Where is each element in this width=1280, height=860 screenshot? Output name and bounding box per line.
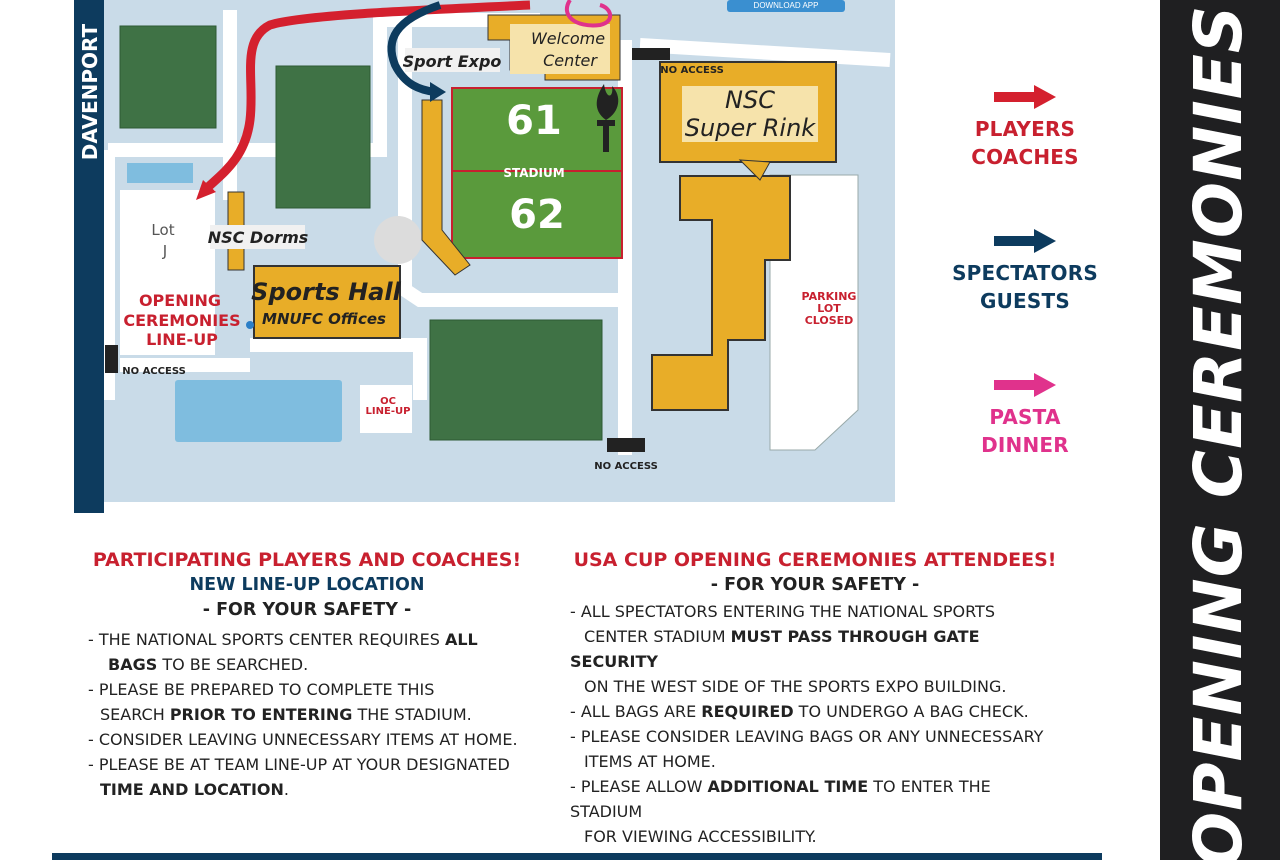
stadium-field [451,87,623,259]
players-subheading: NEW LINE-UP LOCATION [189,575,425,595]
gate-left [105,345,118,373]
lot-j-label: Lot [151,221,174,239]
page-title: OPENING CEREMONIES MAP | [1180,0,1257,860]
list-item: - ALL BAGS ARE REQUIRED TO UNDERGO A BAG… [570,702,1029,721]
pond-small [127,163,193,183]
players-route [201,0,531,194]
no-access-top-label: NO ACCESS [660,65,724,76]
oc-lineup-label-2: LINE-UP [366,406,411,417]
list-item: - CONSIDER LEAVING UNNECESSARY ITEMS AT … [88,730,518,749]
parking-closed-label: PARKING [802,290,857,303]
list-item: - PLEASE CONSIDER LEAVING BAGS OR ANY UN… [570,727,1044,771]
street-name: DAVENPORT [78,23,102,160]
players-section: PARTICIPATING PLAYERS AND COACHES! NEW L… [82,548,532,802]
spectators-route [387,1,442,96]
welcome-center-plate [510,24,610,74]
super-rink-label: NSC [725,86,775,114]
davenport-street [74,0,104,513]
field-61-label: 61 [506,98,562,144]
attendees-list: - ALL SPECTATORS ENTERING THE NATIONAL S… [570,599,1060,849]
opening-lineup-label-3: LINE-UP [146,330,218,349]
bottom-divider [52,853,1102,860]
red-arrow-icon [994,85,1056,109]
attendees-safety: - FOR YOUR SAFETY - [710,575,920,595]
sports-hall-building [253,265,401,339]
legend-spectators: SPECTATORS GUESTS [950,228,1100,315]
spectators-route-arrowhead [430,82,446,102]
no-access-bottom-label: NO ACCESS [594,461,658,472]
field-mid [275,65,371,209]
players-heading: PARTICIPATING PLAYERS AND COACHES! [92,549,522,571]
legend-players-line1: PLAYERS [974,117,1076,141]
site-map: DOWNLOAD APP DAVENPORT Welcome Center Sp… [0,0,900,515]
location-pin-icon [246,321,254,329]
field-nw [119,25,217,129]
gate-bottom [607,438,645,452]
pink-arrow-icon [994,373,1056,397]
roundabout [374,216,422,264]
field-south [429,319,603,441]
super-rink-label-2: Super Rink [685,114,816,142]
sports-hall-label: Sports Hall [251,278,401,306]
parking-closed-label-3: CLOSED [805,314,854,327]
legend-pasta-line1: PASTA [989,405,1061,429]
list-item: - PLEASE BE AT TEAM LINE-UP AT YOUR DESI… [88,755,510,799]
sport-expo-plate [405,48,500,72]
opening-lineup-label-2: CEREMONIES [123,311,240,330]
map-canvas: DOWNLOAD APP DAVENPORT Welcome Center Sp… [74,0,895,513]
sports-center-building [651,175,791,411]
attendees-heading: USA CUP OPENING CEREMONIES ATTENDEES! [573,549,1057,571]
mnufc-offices-label: MNUFC Offices [262,310,386,328]
attendees-section: USA CUP OPENING CEREMONIES ATTENDEES! - … [570,548,1060,849]
super-rink-plate [682,86,818,142]
legend-players-line2: COACHES [971,145,1079,169]
torch-icon [596,84,619,152]
gate-top [632,48,670,60]
parking-closed-label-2: LOT [817,302,841,315]
pond-large [175,380,342,442]
legend-pasta-line2: DINNER [981,433,1069,457]
legend-spectators-line2: GUESTS [980,289,1070,313]
stadium-grandstand [421,99,471,276]
field-62-label: 62 [509,192,565,238]
opening-lineup-label: OPENING [139,291,221,310]
no-access-left-label: NO ACCESS [122,366,186,377]
lot-j [120,190,215,355]
lot-j-label-2: J [162,242,167,260]
players-list: - THE NATIONAL SPORTS CENTER REQUIRES AL… [82,627,532,802]
players-safety: - FOR YOUR SAFETY - [202,600,412,620]
list-item: - THE NATIONAL SPORTS CENTER REQUIRES AL… [88,630,478,674]
stadium-label: STADIUM [503,166,564,180]
list-item: - PLEASE ALLOW ADDITIONAL TIME TO ENTER … [570,777,991,846]
oc-lineup-area [360,385,412,433]
welcome-center-label: Welcome [531,29,605,48]
players-route-arrowhead [196,180,216,200]
title-sidebar: OPENING CEREMONIES MAP | [1160,0,1280,860]
legend-players: PLAYERS COACHES [950,84,1100,171]
list-item: - ALL SPECTATORS ENTERING THE NATIONAL S… [570,602,1007,696]
welcome-center-label-2: Center [543,51,598,70]
dorms-label: NSC Dorms [208,228,309,247]
oc-lineup-label: OC [380,396,396,407]
navy-arrow-icon [994,229,1056,253]
rink-pointer [738,159,771,181]
pasta-route [564,0,613,28]
legend-spectators-line1: SPECTATORS [952,261,1098,285]
download-app-button[interactable] [727,0,845,12]
sport-expo-label: Sport Expo [403,52,502,71]
legend-pasta: PASTA DINNER [950,372,1100,459]
dorms-plate [210,225,305,249]
download-app-label: DOWNLOAD APP [754,1,819,10]
